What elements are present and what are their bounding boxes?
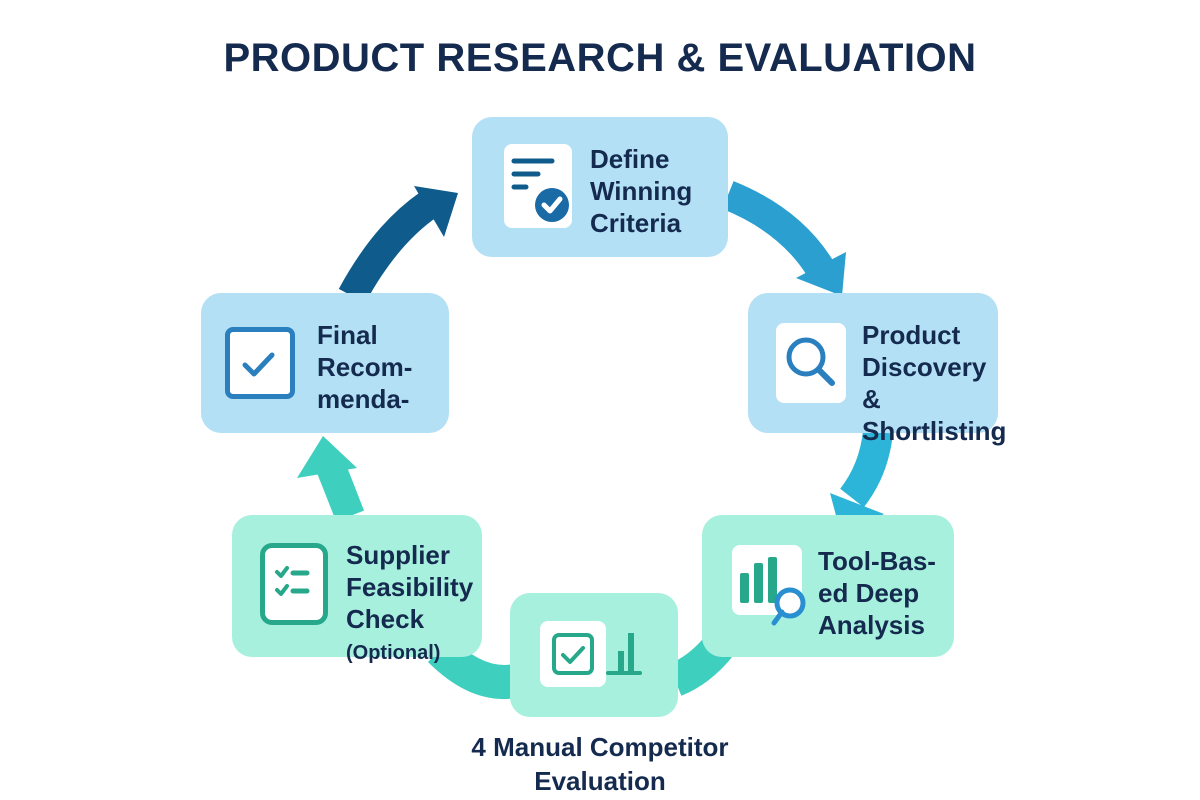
bar-chart-search-icon bbox=[732, 545, 806, 626]
magnifier-icon bbox=[776, 323, 846, 403]
arrow-final-to-define bbox=[338, 186, 458, 304]
step-label: Product Discovery & Shortlisting bbox=[862, 320, 1007, 446]
checkbox-chart-icon bbox=[540, 621, 642, 687]
step-label: Supplier Feasibility Check bbox=[346, 540, 474, 634]
diagram-title: PRODUCT RESEARCH & EVALUATION bbox=[223, 36, 977, 80]
step-define-winning-criteria: Define Winning Criteria bbox=[472, 117, 728, 257]
step-final-recommendation: Final Recom- menda- bbox=[201, 293, 449, 433]
document-check-icon bbox=[504, 144, 572, 228]
arrow-define-to-discovery bbox=[722, 181, 846, 296]
checkbox-icon bbox=[225, 327, 295, 399]
step-product-discovery: Product Discovery & Shortlisting bbox=[748, 293, 1006, 446]
step-supplier-feasibility: Supplier Feasibility Check (Optional) bbox=[232, 515, 482, 664]
arrow-supplier-to-final bbox=[297, 436, 365, 522]
step-manual-competitor-evaluation bbox=[510, 593, 678, 717]
step-sublabel: (Optional) bbox=[346, 642, 441, 664]
step-label: Tool-Bas- ed Deep Analysis bbox=[818, 546, 936, 640]
step-label-manual-competitor-evaluation: 4 Manual Competitor Evaluation bbox=[471, 732, 729, 796]
step-tool-based-analysis: Tool-Bas- ed Deep Analysis bbox=[702, 515, 954, 657]
step-label: Define Winning Criteria bbox=[590, 144, 693, 238]
checklist-icon bbox=[260, 543, 328, 625]
step-label: Final Recom- menda- bbox=[317, 320, 413, 414]
